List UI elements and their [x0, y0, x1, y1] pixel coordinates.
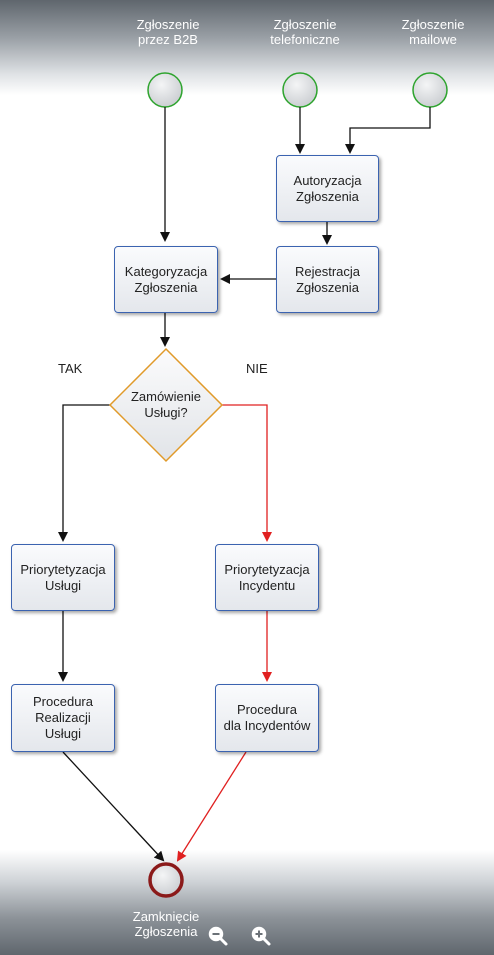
start-event-phone[interactable]: [282, 72, 318, 108]
start-label-phone: Zgłoszenie telefoniczne: [270, 17, 340, 47]
flow-procedura-incydentow-to-end: [176, 751, 247, 862]
task-rejestracja[interactable]: Rejestracja Zgłoszenia: [276, 246, 379, 313]
task-procedura-realizacji[interactable]: Procedura Realizacji Usługi: [11, 684, 115, 752]
flow-yes-branch: [58, 404, 110, 542]
start-event-mail[interactable]: [412, 72, 448, 108]
start-label-b2b: Zgłoszenie przez B2B: [136, 17, 200, 47]
flow-no-branch: [222, 404, 272, 542]
task-procedura-incydentow[interactable]: Procedura dla Incydentów: [215, 684, 319, 752]
start-label-mail: Zgłoszenie mailowe: [401, 17, 465, 47]
decision-label: Zamówienie Usługi?: [130, 389, 202, 420]
header-band: [0, 0, 494, 95]
task-priorytetyzacja-incydentu[interactable]: Priorytetyzacja Incydentu: [215, 544, 319, 611]
decision-gateway[interactable]: [108, 347, 224, 463]
end-event[interactable]: [148, 862, 184, 898]
task-priorytetyzacja-uslugi[interactable]: Priorytetyzacja Usługi: [11, 544, 115, 611]
zoom-out-icon[interactable]: [207, 925, 229, 947]
start-event-b2b[interactable]: [147, 72, 183, 108]
flow-realizacja-to-end: [62, 751, 165, 862]
no-label: NIE: [246, 361, 268, 376]
flow-mail-to-autoryzacja: [345, 107, 431, 154]
yes-label: TAK: [58, 361, 83, 376]
zoom-in-icon[interactable]: [250, 925, 272, 947]
end-event-label: Zamknięcie Zgłoszenia: [132, 909, 200, 939]
task-autoryzacja[interactable]: Autoryzacja Zgłoszenia: [276, 155, 379, 222]
footer-band: [0, 850, 494, 955]
task-kategoryzacja[interactable]: Kategoryzacja Zgłoszenia: [114, 246, 218, 313]
